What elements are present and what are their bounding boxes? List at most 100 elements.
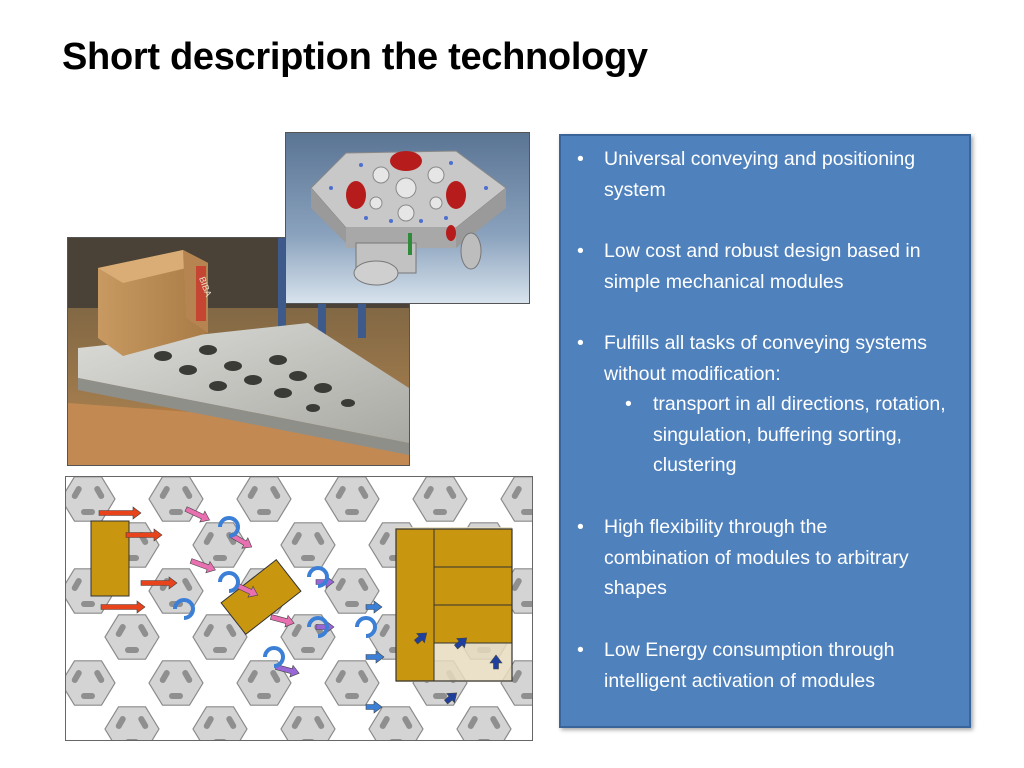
roller-slot <box>521 693 532 699</box>
roller-slot <box>203 624 214 637</box>
hexagon-module <box>104 706 160 740</box>
rotation-arrow <box>263 646 285 668</box>
roller-slot <box>379 532 390 545</box>
roller-slot <box>226 532 237 545</box>
roller-slot <box>226 716 237 729</box>
rotation-arrow <box>307 616 329 638</box>
roller-slot <box>226 624 237 637</box>
roller-slot <box>521 509 532 515</box>
roller-slot <box>94 670 105 683</box>
package-box <box>433 604 513 644</box>
features-panel: • Universal conveying and positioning sy… <box>559 134 971 728</box>
roller-slot <box>247 670 258 683</box>
roller-slot <box>247 486 258 499</box>
bullet-dot: • <box>577 639 584 661</box>
roller-slot <box>169 693 183 699</box>
roller-slot <box>291 624 302 637</box>
hexagon-module <box>148 660 204 706</box>
motion-arrow <box>274 664 300 678</box>
roller-slot <box>115 624 126 637</box>
buffer-outline <box>395 528 513 682</box>
roller-slot <box>169 509 183 515</box>
motion-arrow <box>365 650 385 664</box>
hexagon-conveyor-diagram <box>65 476 533 741</box>
feature-bullet: • Low Energy consumption through intelli… <box>577 635 962 696</box>
bullet-text: transport in all directions, rotation, s… <box>653 393 946 476</box>
roller-slot <box>182 670 193 683</box>
roller-slot <box>291 716 302 729</box>
bullet-dot: • <box>625 393 632 415</box>
package-box <box>395 528 435 682</box>
roller-slot <box>379 716 390 729</box>
motion-arrow <box>98 506 142 520</box>
bullet-text: Low cost and robust design based in simp… <box>604 240 921 293</box>
package-box <box>90 520 130 597</box>
package-box <box>433 528 513 568</box>
roller-slot <box>270 486 281 499</box>
roller-slot <box>511 578 522 591</box>
roller-slot <box>345 509 359 515</box>
roller-slot <box>423 486 434 499</box>
bullet-dot: • <box>577 148 584 170</box>
roller-slot <box>379 624 390 637</box>
bullet-dot: • <box>577 516 584 538</box>
rotation-arrow <box>218 516 240 538</box>
roller-slot <box>335 670 346 683</box>
feature-bullet: • High flexibility through the combinati… <box>577 512 917 604</box>
roller-slot <box>270 670 281 683</box>
roller-slot <box>521 601 532 607</box>
roller-slot <box>467 716 478 729</box>
roller-slot <box>257 693 271 699</box>
hexagon-module <box>324 660 380 706</box>
roller-slot <box>477 739 491 740</box>
bullet-dot: • <box>577 240 584 262</box>
hexagon-module <box>324 568 380 614</box>
roller-slot <box>213 739 227 740</box>
motion-arrow <box>453 637 468 650</box>
hexagon-module <box>456 706 512 740</box>
package-box <box>433 566 513 606</box>
roller-slot <box>358 578 369 591</box>
roller-slot <box>213 647 227 653</box>
motion-arrow <box>100 600 146 614</box>
roller-slot <box>138 716 149 729</box>
roller-slot <box>314 532 325 545</box>
roller-slot <box>81 509 95 515</box>
module-cad-render <box>285 132 530 304</box>
roller-slot <box>159 486 170 499</box>
rotation-arrow <box>307 566 329 588</box>
roller-slot <box>94 486 105 499</box>
roller-slot <box>389 739 403 740</box>
roller-slot <box>335 486 346 499</box>
hexagon-module <box>368 706 424 740</box>
motion-arrow <box>140 576 178 590</box>
roller-slot <box>446 486 457 499</box>
motion-arrow <box>443 692 458 705</box>
hexagon-module <box>324 477 380 522</box>
roller-slot <box>433 509 447 515</box>
bullet-text: Low Energy consumption through intellige… <box>604 639 895 692</box>
motion-arrow <box>189 558 216 574</box>
roller-slot <box>203 532 214 545</box>
roller-slot <box>511 486 522 499</box>
motion-arrow <box>489 654 503 670</box>
bullet-text: High flexibility through the combination… <box>604 516 909 599</box>
roller-slot <box>213 555 227 561</box>
bullet-text: Universal conveying and positioning syst… <box>604 148 916 201</box>
roller-slot <box>358 670 369 683</box>
feature-bullet: • Universal conveying and positioning sy… <box>577 144 947 205</box>
roller-slot <box>182 486 193 499</box>
roller-slot <box>301 647 315 653</box>
motion-arrow <box>269 614 295 628</box>
feature-bullet: • Low cost and robust design based in si… <box>577 236 957 297</box>
roller-slot <box>71 670 82 683</box>
motion-arrow <box>365 700 383 714</box>
hexagon-module <box>192 706 248 740</box>
rotation-arrow <box>355 616 377 638</box>
roller-slot <box>125 739 139 740</box>
slide-title: Short description the technology <box>62 36 648 78</box>
roller-slot <box>345 693 359 699</box>
roller-slot <box>115 716 126 729</box>
roller-slot <box>125 647 139 653</box>
hexagon-module <box>280 706 336 740</box>
